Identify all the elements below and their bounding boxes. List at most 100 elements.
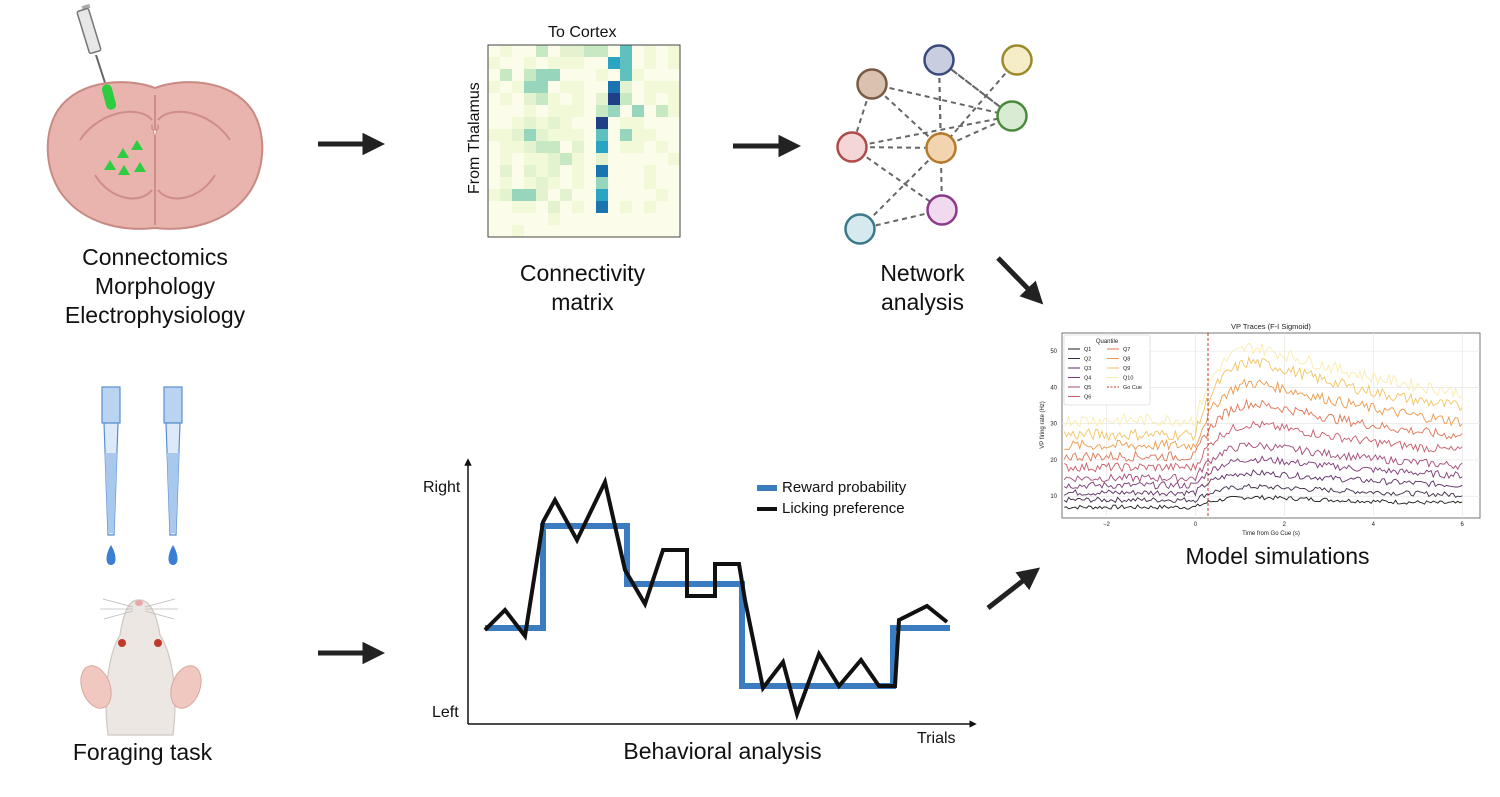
heatmap-cell [584, 141, 597, 154]
heatmap-cell [644, 45, 657, 58]
heatmap-cell [656, 153, 669, 166]
heatmap-cell [536, 153, 549, 166]
heatmap-cell [656, 81, 669, 94]
heatmap-cell [608, 81, 621, 94]
heatmap-cell [584, 117, 597, 130]
heatmap-cell [560, 105, 573, 118]
heatmap-cell [632, 69, 645, 82]
heatmap-cell [548, 213, 561, 226]
heatmap-cell [632, 201, 645, 214]
sim-ylabel: VP firing rate (Hz) [1040, 401, 1046, 449]
sim-legend-item: Q2 [1084, 357, 1091, 363]
heatmap-cell [512, 153, 525, 166]
heatmap-cell [524, 225, 537, 238]
heatmap-cell [536, 129, 549, 142]
sim-trace [1064, 378, 1463, 451]
network-edge [851, 115, 1013, 148]
heatmap-cell [560, 165, 573, 178]
heatmap-cell [488, 69, 501, 82]
heatmap-cell [644, 153, 657, 166]
heatmap-cell [524, 69, 537, 82]
heatmap-cell [584, 189, 597, 202]
sim-legend-item: Q4 [1084, 376, 1091, 382]
heatmap-cell [500, 45, 513, 58]
heatmap-cell [560, 81, 573, 94]
heatmap-cell [656, 141, 669, 154]
heatmap-cell [500, 201, 513, 214]
heatmap-cell [656, 165, 669, 178]
heatmap-cell [488, 225, 501, 238]
heatmap-cell [644, 189, 657, 202]
heatmap-cell [668, 189, 681, 202]
simulations-label: Model simulations [1185, 543, 1370, 569]
heatmap-cell [620, 177, 633, 190]
heatmap-cell [596, 213, 609, 226]
heatmap-cell [608, 213, 621, 226]
sim-ytick: 50 [1050, 349, 1057, 355]
heatmap-cell [584, 57, 597, 70]
heatmap-cell [656, 105, 669, 118]
heatmap-cell [488, 117, 501, 130]
heatmap-cell [572, 105, 585, 118]
heatmap-cell [500, 93, 513, 106]
network-node [844, 213, 876, 245]
behavior-legend: Reward probability Licking preference [757, 479, 907, 517]
heatmap-cell [608, 225, 621, 238]
heatmap-cell [488, 177, 501, 190]
heatmap-cell [548, 225, 561, 238]
heatmap-cell [560, 129, 573, 142]
heatmap-cell [488, 57, 501, 70]
heatmap-cell [608, 117, 621, 130]
heatmap-cell [572, 189, 585, 202]
heatmap-cell [632, 93, 645, 106]
heatmap-cell [620, 201, 633, 214]
heatmap-cell [656, 213, 669, 226]
heatmap-cell [572, 69, 585, 82]
heatmap-cell [596, 93, 609, 106]
heatmap-cell [584, 129, 597, 142]
heatmap-cell [620, 69, 633, 82]
heatmap-cell [644, 177, 657, 190]
heatmap-cell [512, 81, 525, 94]
heatmap-cell [572, 213, 585, 226]
sim-legend-item: Q3 [1084, 366, 1091, 372]
heatmap-cell [488, 153, 501, 166]
heatmap-cell [548, 165, 561, 178]
heatmap-cell [656, 57, 669, 70]
heatmap-cell [488, 201, 501, 214]
electrophysiology-text: Electrophysiology [64, 302, 246, 328]
licking-preference-line [483, 475, 949, 721]
heatmap-cell [608, 57, 621, 70]
heatmap-cell [512, 177, 525, 190]
connectivity-heatmap [487, 44, 681, 238]
behavior-y-top: Right [423, 479, 461, 496]
heatmap-cell [584, 69, 597, 82]
heatmap-cell [572, 225, 585, 238]
neuron-markers-icon [104, 140, 146, 175]
heatmap-cell [512, 93, 525, 106]
heatmap-cell [656, 129, 669, 142]
heatmap-cell [620, 153, 633, 166]
network-node [1001, 44, 1033, 76]
heatmap-cell [548, 81, 561, 94]
heatmap-cell [548, 153, 561, 166]
behavior-plot: Right Left Trials Reward probability Lic… [423, 458, 977, 747]
heatmap-cell [572, 45, 585, 58]
heatmap-cell [620, 189, 633, 202]
heatmap-cell [500, 57, 513, 70]
heatmap-cell [644, 165, 657, 178]
heatmap-cell [644, 57, 657, 70]
heatmap-cell [536, 213, 549, 226]
arrow-network-to-sim [996, 256, 1044, 305]
behavioral-label: Behavioral analysis [623, 738, 822, 764]
heatmap-cell [488, 165, 501, 178]
network-node [925, 132, 957, 164]
heatmap-cell [608, 165, 621, 178]
heatmap-cell [560, 69, 573, 82]
heatmap-cell [656, 189, 669, 202]
heatmap-cell [608, 129, 621, 142]
sim-legend-item: Go Cue [1123, 385, 1142, 391]
heatmap-title: To Cortex [548, 24, 617, 41]
heatmap-cell [500, 105, 513, 118]
heatmap-cell [656, 177, 669, 190]
